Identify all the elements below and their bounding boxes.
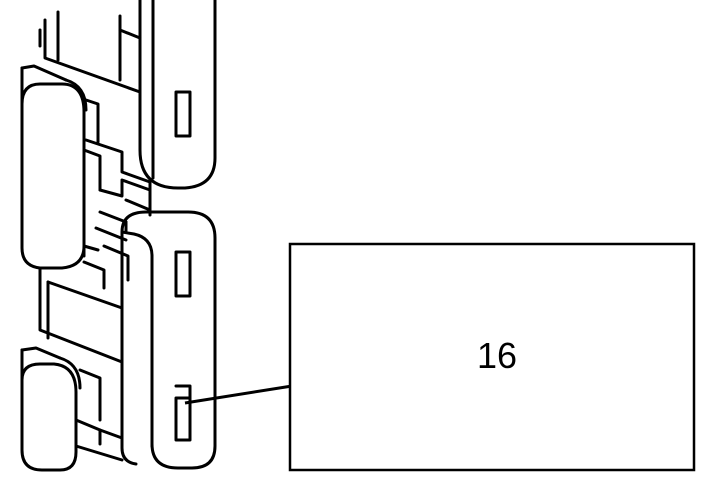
drawing-lines	[20, 0, 217, 472]
middle-link	[82, 138, 152, 290]
upper-back-panel	[38, 10, 142, 94]
lower-left-block	[20, 346, 124, 472]
callout-box	[288, 242, 696, 472]
upper-connector-bar	[138, 0, 217, 190]
upper-left-block	[20, 64, 102, 270]
callout-label: 16	[477, 335, 517, 376]
callout-leader-line	[184, 384, 293, 405]
lower-upper-slot	[174, 250, 192, 298]
lower-lower-slot	[174, 396, 192, 442]
lower-connector-bar	[120, 210, 217, 470]
middle-left-panel	[38, 244, 124, 364]
upper-slot	[174, 90, 192, 138]
